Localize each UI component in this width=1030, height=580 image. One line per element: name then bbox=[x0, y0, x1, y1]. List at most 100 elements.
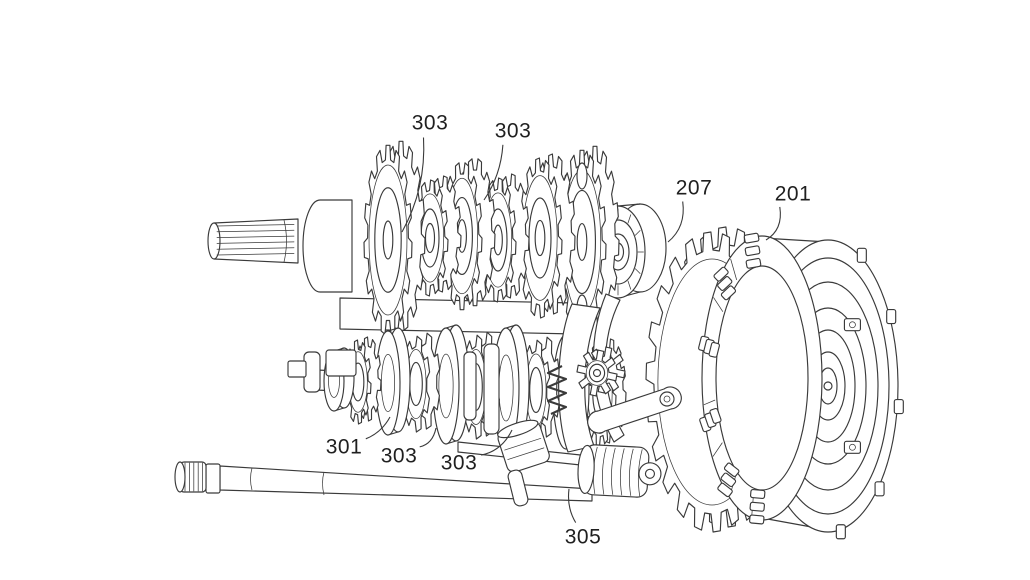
worm-rib bbox=[628, 448, 634, 496]
friction-plate-tab bbox=[743, 232, 760, 244]
collar-bore bbox=[438, 353, 454, 419]
detent-lever bbox=[587, 386, 682, 434]
friction-plate-tab bbox=[723, 462, 740, 477]
detent-plunger bbox=[497, 419, 550, 473]
basket-rim-tab bbox=[856, 247, 867, 263]
collar-edge bbox=[505, 324, 517, 329]
shaft-end-cap bbox=[207, 222, 221, 260]
friction-plate-tab bbox=[713, 266, 729, 282]
gear-hub bbox=[534, 219, 546, 257]
basket-rim-tab bbox=[835, 524, 846, 540]
basket-rim-tab bbox=[886, 308, 897, 325]
leader-line bbox=[365, 416, 391, 440]
friction-plate-tab bbox=[717, 276, 733, 291]
shift-fork-rail bbox=[463, 351, 477, 421]
shift-shaft-collar bbox=[205, 463, 221, 494]
gear-hub bbox=[424, 222, 436, 254]
leader-line bbox=[483, 144, 504, 201]
gear-hub bbox=[409, 361, 423, 407]
ref-label-201: 201 bbox=[775, 183, 812, 206]
leader-line bbox=[419, 427, 437, 448]
gear-root-circle bbox=[368, 164, 408, 316]
ref-label-207: 207 bbox=[676, 177, 713, 200]
spline-line bbox=[216, 253, 295, 256]
shift-shaft-body bbox=[219, 465, 593, 502]
friction-plate-tab bbox=[717, 482, 733, 498]
basket-slot bbox=[730, 258, 737, 281]
shaft-boss bbox=[302, 199, 353, 293]
spline-line bbox=[216, 224, 295, 227]
friction-plate-tab bbox=[708, 341, 720, 358]
shift-shaft-end-cap bbox=[174, 461, 186, 493]
shift-fork-arm bbox=[592, 293, 625, 443]
ref-207: 207 bbox=[667, 177, 713, 243]
reference-labels: 303 303 207 201 301 303 303 305 bbox=[326, 112, 812, 549]
friction-plate-tab bbox=[749, 501, 765, 512]
friction-plate-tab bbox=[745, 257, 762, 269]
shaft-step bbox=[322, 471, 325, 496]
basket-rim-tab bbox=[893, 399, 904, 415]
clutch-spring-bolt bbox=[849, 443, 856, 451]
plunger-rib bbox=[507, 447, 545, 460]
worm-rib bbox=[619, 448, 625, 496]
pin-body bbox=[507, 469, 529, 507]
gear-web-window bbox=[576, 162, 588, 190]
shift-fork-rail bbox=[483, 343, 500, 435]
ref-label-305: 305 bbox=[565, 526, 602, 549]
leader-line bbox=[667, 201, 684, 243]
bearing-edge bbox=[617, 203, 641, 207]
gear-root-circle bbox=[585, 360, 609, 386]
gear-hub bbox=[529, 366, 543, 414]
leader-line bbox=[480, 429, 513, 456]
leader-line bbox=[765, 206, 781, 241]
input-shaft-spline bbox=[207, 199, 353, 293]
detent-pin bbox=[507, 469, 529, 507]
lever-bolt bbox=[663, 395, 671, 403]
clutch-spring-bolt bbox=[849, 321, 856, 329]
ref-label-303-a: 303 bbox=[412, 112, 449, 135]
friction-plate-tab bbox=[749, 514, 765, 525]
gear-hub bbox=[382, 220, 394, 260]
shift-detent-mechanism bbox=[457, 293, 682, 507]
shaft-step bbox=[250, 467, 253, 491]
collar-edge bbox=[387, 327, 399, 332]
friction-plate-tab bbox=[744, 245, 761, 257]
bearing-roller bbox=[634, 230, 641, 236]
worm-rib bbox=[602, 447, 607, 495]
spline-line bbox=[216, 235, 295, 238]
spline-line bbox=[216, 247, 295, 250]
friction-plate-tab bbox=[749, 488, 766, 500]
worm-end-cap bbox=[577, 444, 595, 494]
spline-line bbox=[216, 241, 295, 244]
spline-line bbox=[216, 229, 295, 233]
friction-plate-tab bbox=[720, 285, 737, 301]
collar-edge bbox=[445, 324, 457, 329]
ref-label-303-d: 303 bbox=[441, 452, 478, 475]
basket-slot bbox=[713, 297, 724, 312]
leader-line bbox=[567, 488, 577, 523]
shaft-groove bbox=[283, 219, 287, 263]
ref-label-301: 301 bbox=[326, 436, 363, 459]
clutch-assembly bbox=[645, 226, 904, 540]
ref-305: 305 bbox=[565, 488, 602, 549]
worm-rib bbox=[610, 447, 616, 495]
plunger-cap bbox=[497, 419, 539, 439]
ref-303-a: 303 bbox=[401, 112, 449, 233]
gear-hub bbox=[576, 223, 588, 261]
basket-rim-tab bbox=[874, 481, 885, 497]
mainshaft-gear-cluster bbox=[363, 140, 620, 335]
bearing-roller bbox=[627, 214, 632, 224]
shift-fork-key bbox=[325, 349, 357, 377]
ref-301: 301 bbox=[326, 416, 391, 459]
ref-label-303-b: 303 bbox=[495, 120, 532, 143]
clutch-hub-center bbox=[823, 381, 833, 391]
bearing-roller bbox=[634, 268, 641, 274]
ref-label-303-c: 303 bbox=[381, 445, 418, 468]
shift-shaft bbox=[174, 461, 593, 502]
worm-spring-305 bbox=[577, 444, 662, 498]
worm-hub-bolt bbox=[644, 468, 656, 479]
basket-slot bbox=[712, 442, 723, 457]
ref-303-d: 303 bbox=[441, 429, 513, 475]
